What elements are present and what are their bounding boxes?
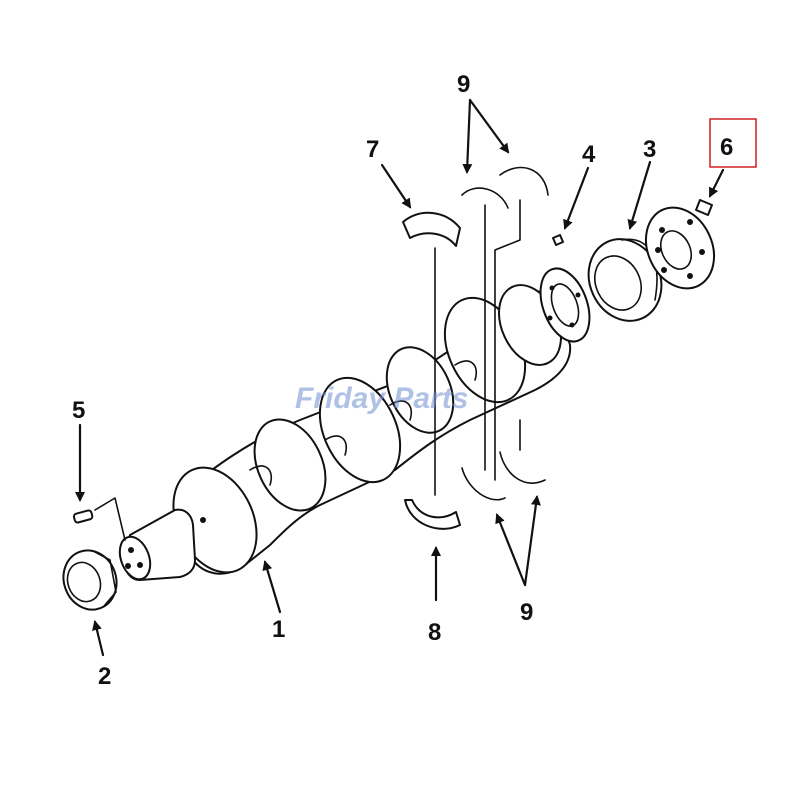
leader-2 [92, 620, 105, 657]
crankshaft-flange [539, 267, 591, 343]
leader-9a-left [462, 98, 473, 174]
thrust-washers-lower [461, 419, 546, 501]
leader-1 [262, 560, 282, 614]
ring-gear [644, 199, 716, 290]
leader-9b-right [523, 495, 541, 587]
leader-9a-right [468, 98, 510, 154]
front-gear [62, 549, 118, 611]
leader-7 [380, 163, 412, 209]
callout-2: 2 [98, 663, 111, 690]
dowel-pin [72, 497, 126, 541]
upper-bearing-shell [402, 211, 461, 496]
leader-9b-left [495, 513, 527, 587]
callout-7: 7 [366, 136, 379, 163]
callout-9-top: 9 [457, 71, 470, 98]
callout-3: 3 [643, 136, 656, 163]
lower-bearing-shell [404, 499, 461, 530]
callout-6: 6 [720, 134, 733, 161]
callout-8: 8 [428, 619, 441, 646]
leader-arrows [75, 98, 725, 657]
thrust-washers-upper [461, 166, 549, 481]
leader-6 [708, 168, 725, 198]
watermark: Friday Parts [295, 382, 468, 415]
leader-3 [627, 160, 652, 230]
callout-6-highlight-box [709, 118, 757, 168]
callout-5: 5 [72, 397, 85, 424]
woodruff-key [552, 234, 564, 246]
callout-1: 1 [272, 616, 285, 643]
callout-9-bottom: 9 [520, 599, 533, 626]
leader-4 [563, 166, 590, 230]
crankshaft [118, 284, 572, 581]
callout-4: 4 [582, 141, 596, 168]
